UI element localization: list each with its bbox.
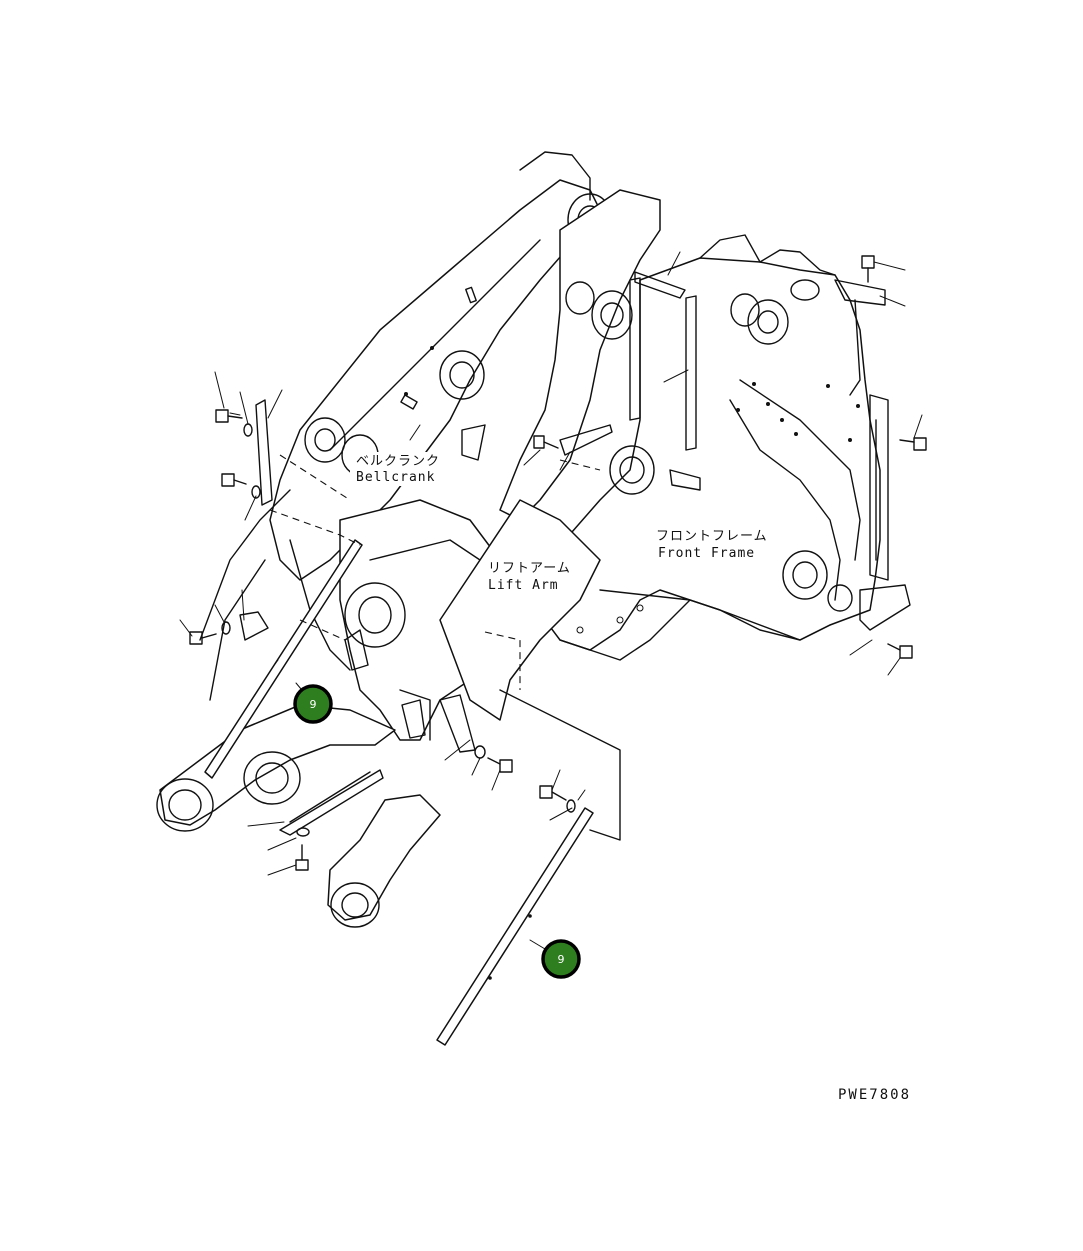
front-frame-label-en: Front Frame — [658, 546, 755, 561]
bellcrank-assembly — [156, 489, 621, 928]
callout-circle-upper[interactable] — [293, 684, 333, 724]
callout-9-lower[interactable]: 9 — [541, 939, 581, 979]
fasteners — [189, 255, 927, 871]
leader-lines — [179, 251, 923, 959]
labels: ベルクランク Bellcrank リフトアーム Lift Arm フロントフレー… — [350, 452, 911, 1103]
bellcrank-label-en: Bellcrank — [356, 470, 435, 485]
bellcrank-label-jp: ベルクランク — [356, 454, 440, 469]
drawing-code: PWE7808 — [838, 1087, 911, 1103]
lift-arm-label-jp: リフトアーム — [488, 561, 571, 576]
callout-number-lower: 9 — [558, 953, 565, 966]
callout-circle-lower[interactable] — [541, 939, 581, 979]
wear-strip-lower — [436, 807, 594, 1046]
callout-9-upper[interactable]: 9 — [293, 684, 333, 724]
front-frame — [544, 234, 911, 661]
small-brackets — [239, 271, 701, 836]
wear-strip-upper — [204, 539, 363, 779]
hidden-lines — [269, 454, 601, 641]
callout-number-upper: 9 — [310, 698, 317, 711]
front-frame-label-jp: フロントフレーム — [656, 529, 768, 544]
lift-arm-label-en: Lift Arm — [488, 578, 559, 593]
